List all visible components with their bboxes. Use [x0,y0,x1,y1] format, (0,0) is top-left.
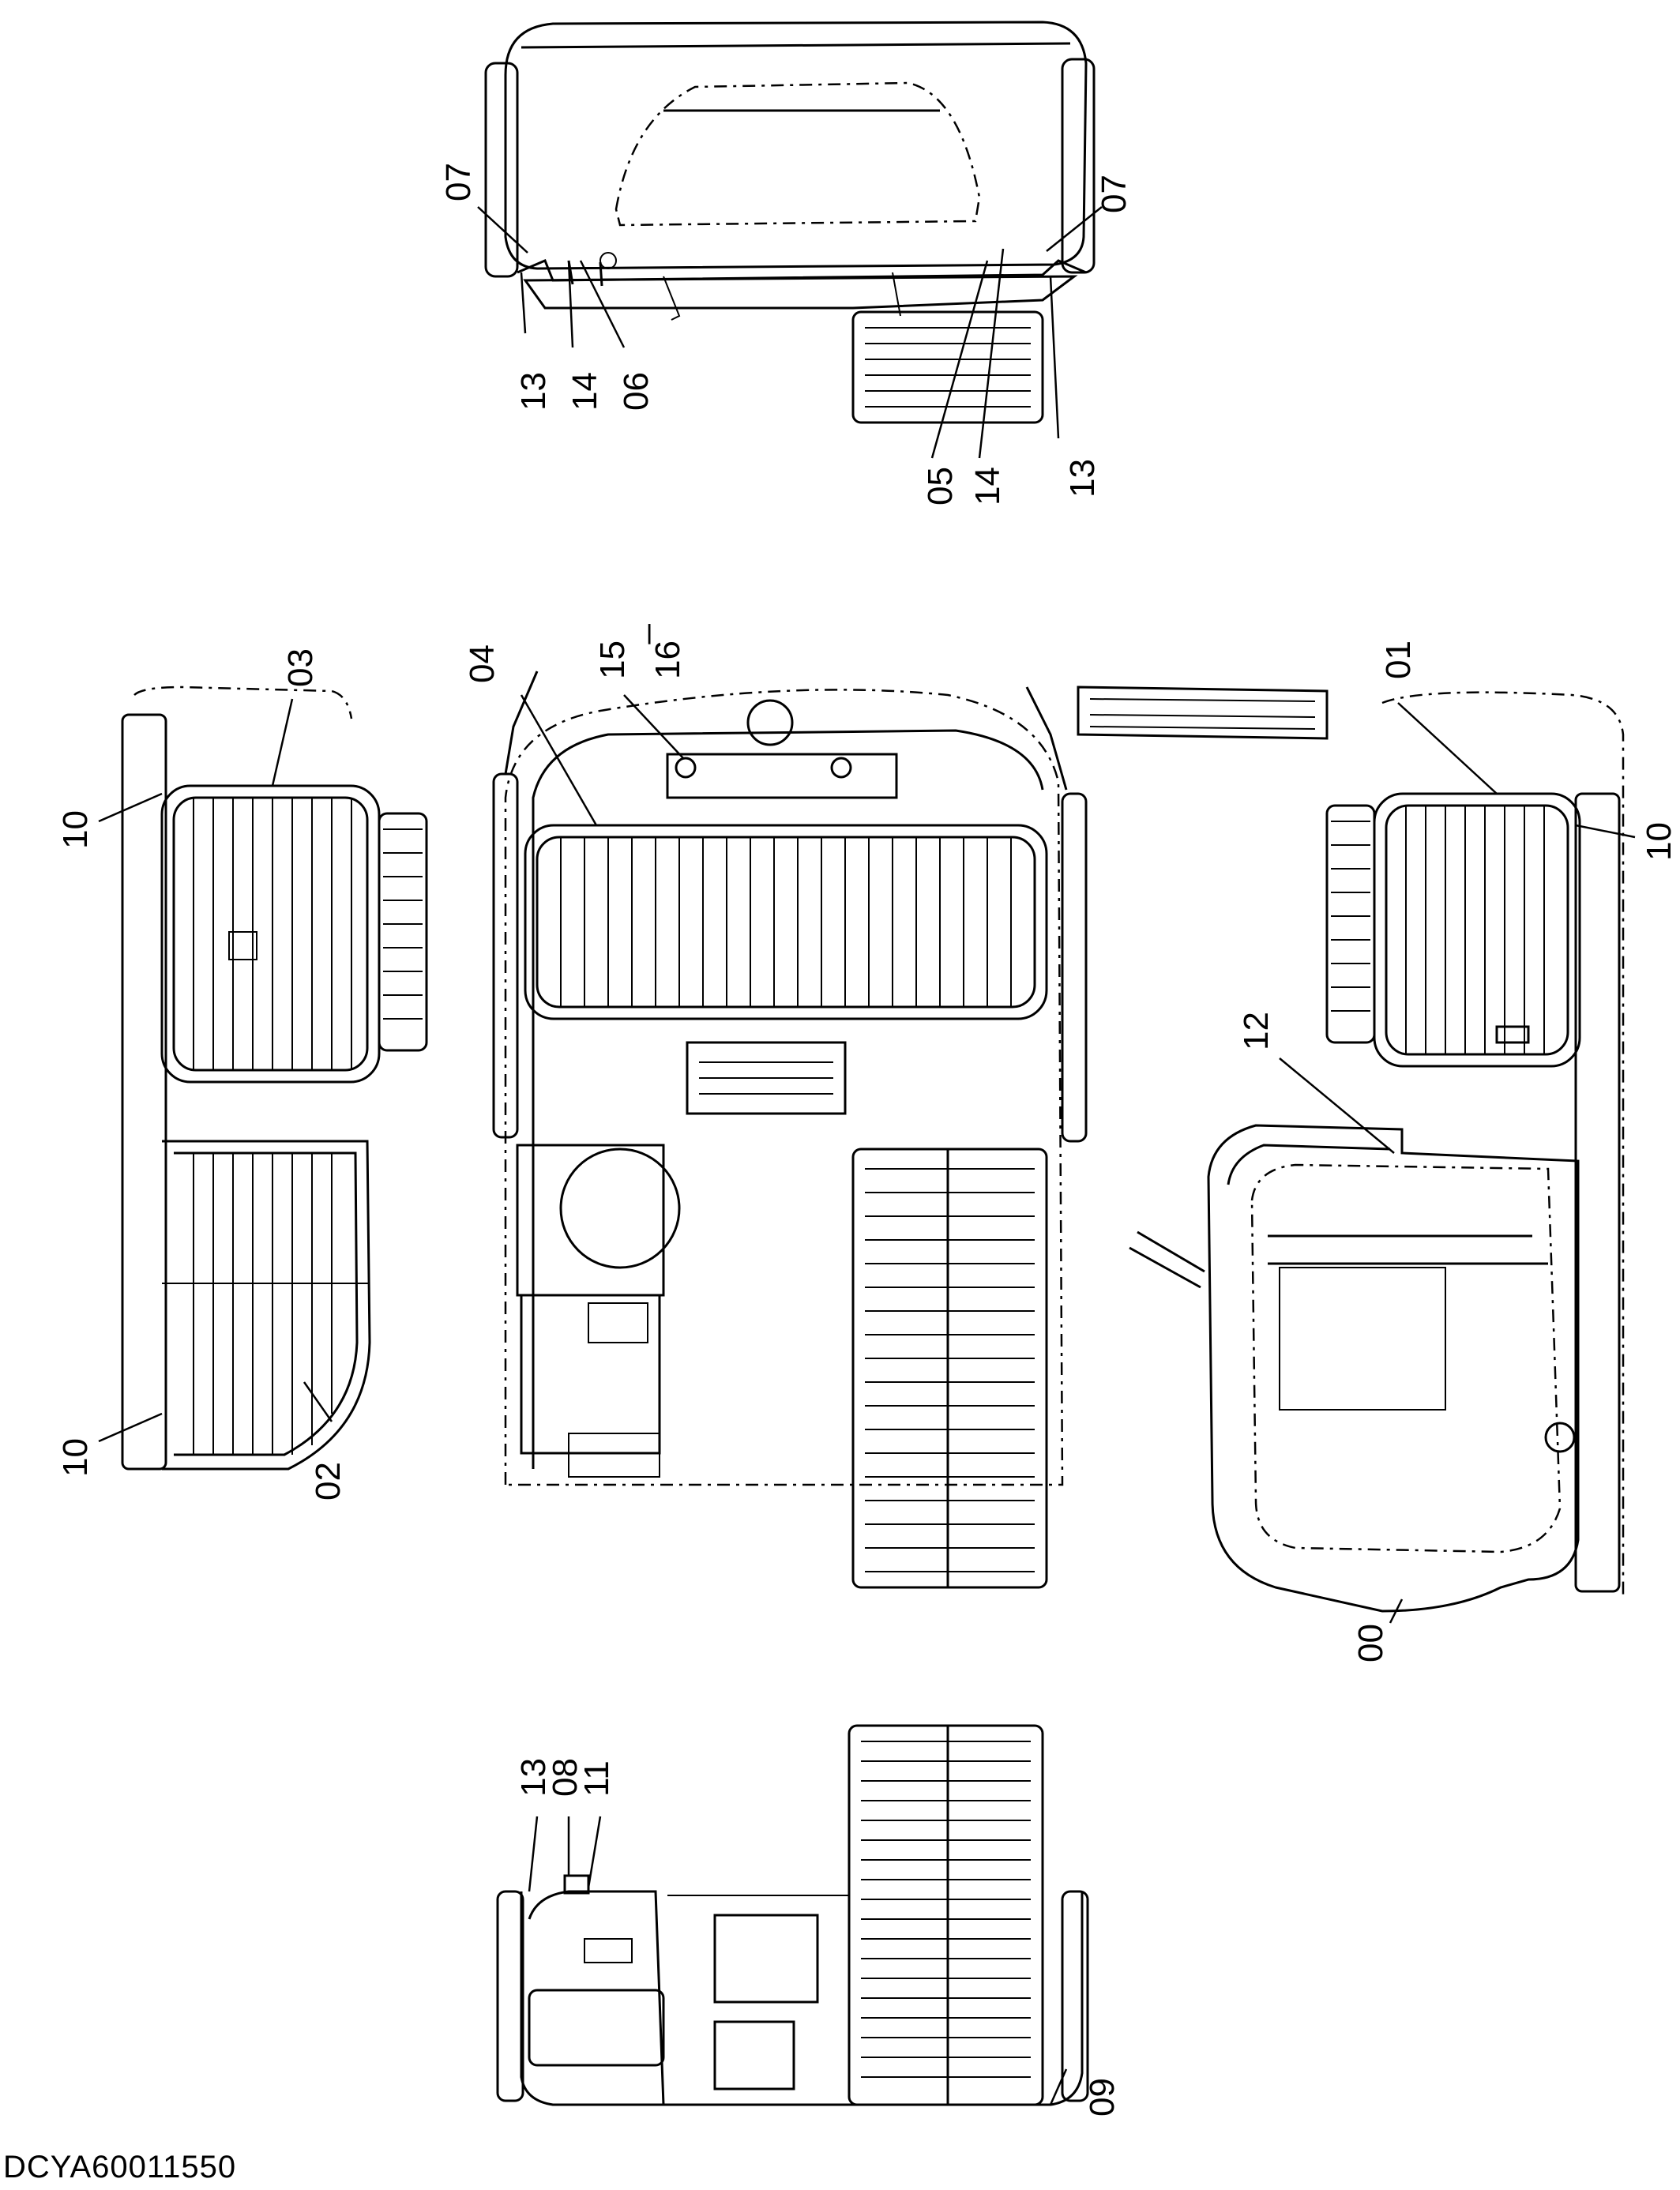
callout-front-05: 05 [921,467,960,505]
callout-front-07-right: 07 [1095,175,1133,213]
left-view [121,686,428,1471]
callout-front-13-left: 13 [514,372,553,411]
callout-front-14-right: 14 [968,467,1007,505]
leader-lines [98,206,1636,2105]
right-view [1077,686,1625,1613]
callout-front-14-left: 14 [566,372,604,411]
callout-front-13-right: 13 [1063,459,1102,498]
front-view [484,21,1096,424]
rear-view [496,1724,1089,2106]
callout-top-15: 15 [593,640,632,679]
callout-front-07-left: 07 [439,163,478,201]
callout-front-06: 06 [617,372,656,411]
callout-right-10: 10 [1640,822,1678,861]
callout-rear-09: 09 [1083,2078,1122,2117]
callout-top-16: 16 [648,640,687,679]
callout-rear-08: 08 [546,1758,584,1797]
callout-right-00: 00 [1351,1624,1390,1662]
callout-rear-11: 11 [577,1760,616,1797]
callout-right-12: 12 [1237,1012,1276,1050]
top-view [492,671,1088,1589]
callout-top-04: 04 [463,644,502,683]
callout-left-02: 02 [309,1462,348,1501]
callout-left-10-bottom: 10 [56,1438,95,1477]
callout-left-03: 03 [281,648,320,687]
callout-left-10-top: 10 [56,810,95,849]
callout-rear-13: 13 [514,1758,553,1797]
callout-right-01: 01 [1379,640,1418,679]
callout-labels: 07 13 14 06 07 05 14 13 03 10 10 02 04 1… [56,163,1678,2117]
drawing-code: DCYA60011550 [3,2150,237,2184]
callout-top-dash: _ [613,624,652,644]
